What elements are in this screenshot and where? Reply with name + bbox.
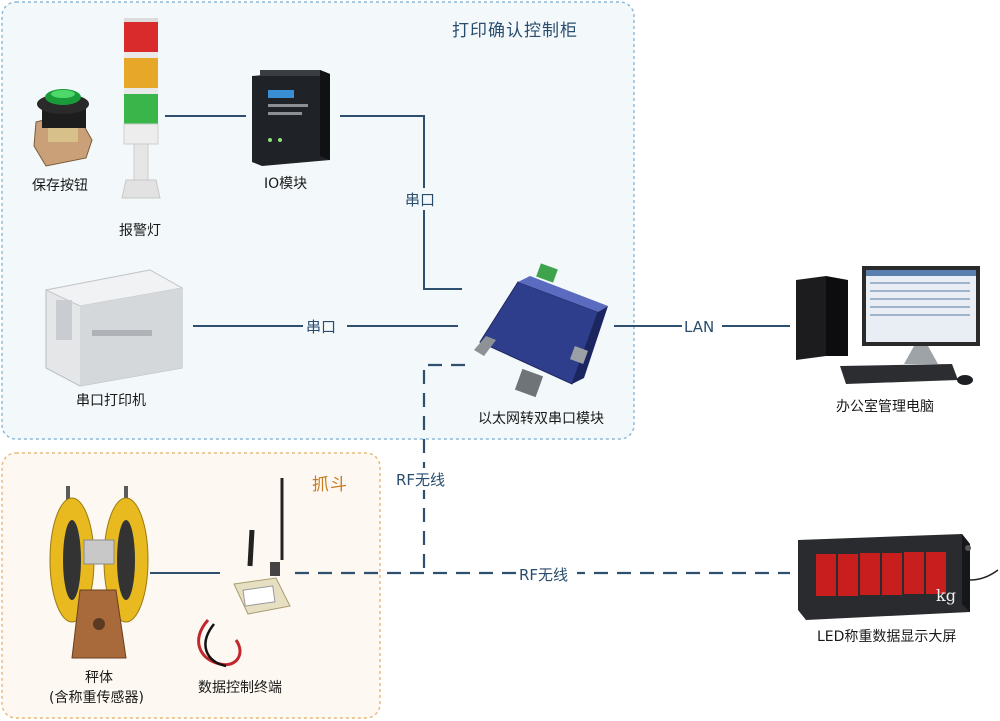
office-pc-icon (796, 266, 980, 385)
data-terminal-icon (197, 478, 291, 668)
link-label-rf-vertical: RF无线 (396, 471, 445, 489)
printer-icon (44, 269, 184, 387)
grab-title: 抓斗 (312, 475, 348, 495)
link-label-bg (402, 188, 446, 210)
link-label-bg (682, 315, 722, 337)
office-pc-label: 办公室管理电脑 (836, 398, 934, 415)
link-label-bg (517, 562, 577, 584)
led-unit-label: kg (936, 586, 956, 605)
scale-body-label-line2: (含称重传感器) (49, 689, 144, 706)
save-button-icon (33, 89, 93, 167)
link-label-bg (395, 468, 453, 490)
link-label-rf-horizontal: RF无线 (519, 566, 568, 584)
link-rf-vertical (422, 363, 465, 573)
io-module-icon (252, 70, 330, 166)
ethernet-module-label: 以太网转双串口模块 (478, 411, 604, 427)
ethernet-module-icon (474, 263, 608, 398)
link-label-serial-io: 串口 (405, 191, 435, 209)
io-module-label: IO模块 (264, 176, 307, 192)
link-label-lan: LAN (684, 318, 714, 336)
scale-body-icon (49, 486, 149, 659)
led-display-label: LED称重数据显示大屏 (817, 629, 956, 645)
alarm-light-icon (121, 18, 161, 199)
led-display-icon (798, 534, 999, 620)
link-label-serial-printer: 串口 (306, 318, 336, 336)
data-terminal-label: 数据控制终端 (198, 680, 282, 696)
printer-label: 串口打印机 (76, 392, 146, 409)
cabinet-title: 打印确认控制柜 (452, 21, 578, 41)
alarm-light-label: 报警灯 (119, 223, 161, 239)
link-label-bg (303, 315, 347, 337)
scale-body-label-line1: 秤体 (85, 670, 113, 686)
save-button-label: 保存按钮 (32, 178, 88, 194)
